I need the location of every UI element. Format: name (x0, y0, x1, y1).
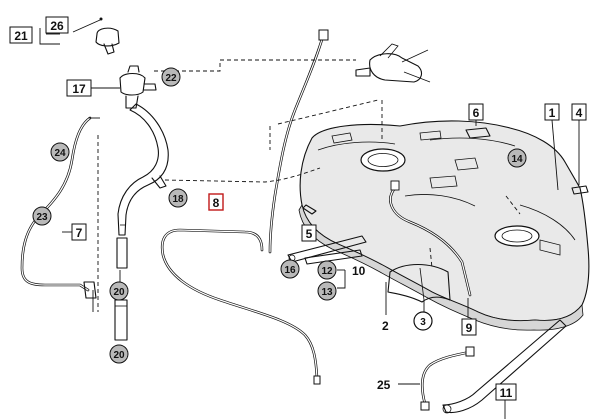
label-18: 18 (168, 188, 188, 208)
label-11: 11 (495, 383, 517, 401)
svg-text:1: 1 (549, 106, 556, 120)
label-12: 12 (317, 260, 337, 280)
heat-shield (387, 263, 451, 303)
label-23: 23 (32, 206, 52, 226)
svg-text:21: 21 (14, 29, 28, 43)
svg-text:8: 8 (213, 196, 220, 210)
filler-pipe (114, 103, 169, 341)
valve-unit (355, 43, 431, 83)
label-25: 25 (377, 378, 391, 392)
svg-text:3: 3 (420, 317, 426, 328)
pad-part (571, 185, 589, 195)
seal-part (465, 127, 491, 139)
label-7: 7 (71, 223, 87, 241)
svg-text:11: 11 (500, 386, 513, 400)
leader-lines (39, 28, 580, 419)
svg-text:17: 17 (72, 82, 86, 96)
svg-text:10: 10 (352, 264, 366, 278)
label-22: 22 (161, 67, 181, 87)
svg-text:24: 24 (54, 148, 66, 159)
svg-text:4: 4 (576, 106, 583, 120)
canister-line (268, 29, 329, 254)
svg-text:18: 18 (172, 194, 184, 205)
label-20-lower: 20 (109, 344, 129, 364)
label-9: 9 (461, 318, 477, 336)
svg-text:2: 2 (382, 319, 389, 333)
vent-line (160, 228, 321, 385)
label-14: 14 (507, 148, 527, 168)
label-26: 26 (45, 16, 69, 34)
tank-strap (442, 319, 567, 414)
svg-text:23: 23 (36, 212, 48, 223)
label-10: 10 (352, 264, 366, 278)
svg-text:20: 20 (113, 287, 125, 298)
label-16: 16 (280, 259, 300, 279)
svg-text:14: 14 (511, 154, 523, 165)
svg-text:16: 16 (284, 265, 296, 276)
svg-text:9: 9 (466, 321, 473, 335)
svg-text:13: 13 (321, 287, 333, 298)
small-strap (420, 346, 475, 411)
label-1: 1 (544, 103, 560, 121)
label-2: 2 (382, 319, 389, 333)
label-6: 6 (468, 103, 484, 121)
label-8-highlighted: 8 (208, 193, 224, 211)
label-21: 21 (9, 26, 33, 44)
svg-text:20: 20 (113, 350, 125, 361)
label-24: 24 (50, 142, 70, 162)
svg-text:6: 6 (473, 106, 480, 120)
svg-text:7: 7 (76, 226, 83, 240)
label-3: 3 (413, 311, 433, 331)
svg-text:26: 26 (50, 19, 64, 33)
label-13: 13 (317, 281, 337, 301)
label-17: 17 (66, 79, 92, 97)
svg-text:12: 12 (321, 266, 333, 277)
fuel-tank (298, 120, 590, 331)
svg-text:5: 5 (306, 227, 313, 241)
label-5: 5 (301, 224, 317, 242)
fuel-cap (72, 17, 120, 55)
filler-head (119, 65, 157, 109)
svg-text:22: 22 (165, 73, 177, 84)
label-4: 4 (571, 103, 587, 121)
svg-text:25: 25 (377, 378, 391, 392)
label-20-upper: 20 (109, 281, 129, 301)
